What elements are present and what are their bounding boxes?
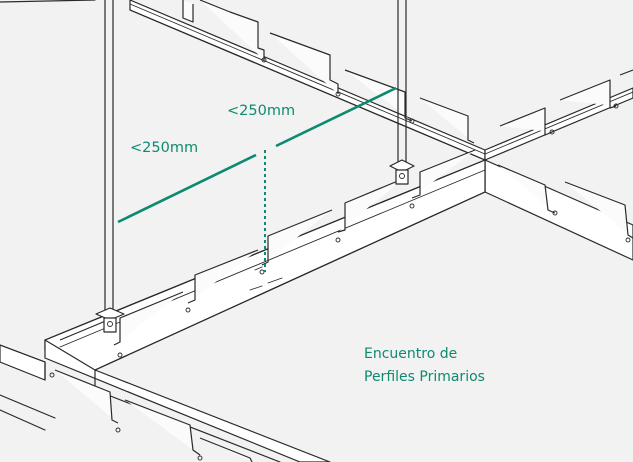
dimension-line-lower [117,153,257,224]
dimension-label-upper: <250mm [227,103,295,119]
caption-line-2: Perfiles Primarios [364,369,485,385]
right-profile-tabs [499,69,633,136]
right-lower-tabs [497,164,633,239]
dimension-line-upper [275,86,397,148]
back-profile [129,0,486,161]
left-lower-profile [0,339,331,462]
dimension-label-lower: <250mm [130,140,198,156]
hanger-rod-left [95,0,125,333]
front-profile-tabs [59,149,476,346]
profile-joint [249,266,283,291]
profile-holes [49,57,631,461]
top-left-edge [0,0,96,3]
hanger-rod-right [389,0,415,185]
caption-line-1: Encuentro de [364,346,457,362]
left-lower-tabs [54,369,253,462]
